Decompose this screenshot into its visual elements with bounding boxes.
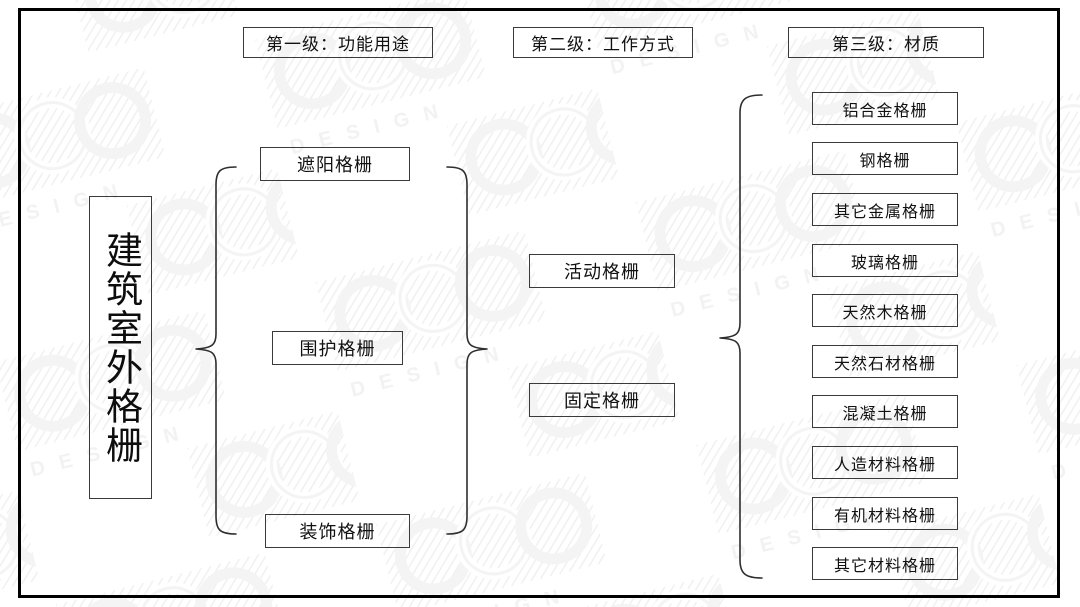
root-title-label: 建筑室外格栅 bbox=[100, 230, 142, 465]
level2-node-fixed[interactable]: 固定格栅 bbox=[529, 383, 675, 417]
level1-node-decorative[interactable]: 装饰格栅 bbox=[265, 514, 410, 548]
level3-node-label: 混凝土格栅 bbox=[842, 405, 928, 423]
level3-node-label: 其它材料格栅 bbox=[833, 557, 936, 575]
level1-node-sunshade[interactable]: 遮阳格栅 bbox=[260, 147, 410, 181]
header-level-1: 第一级：功能用途 bbox=[243, 27, 433, 58]
brace-level2-to-level3 bbox=[719, 94, 763, 579]
level3-node-label: 天然石材格栅 bbox=[833, 355, 936, 373]
level3-node-label: 有机材料格栅 bbox=[833, 507, 936, 525]
level3-node-glass[interactable]: 玻璃格栅 bbox=[812, 244, 958, 277]
level3-node-label: 玻璃格栅 bbox=[850, 254, 919, 272]
level3-node-label: 铝合金格栅 bbox=[842, 102, 928, 120]
level3-node-label: 钢格栅 bbox=[859, 152, 911, 170]
brace-root-to-level1 bbox=[195, 166, 237, 535]
level1-node-enclosure[interactable]: 围护格栅 bbox=[272, 331, 403, 365]
level1-node-label: 围护格栅 bbox=[299, 339, 376, 359]
root-title-box: 建筑室外格栅 bbox=[89, 196, 152, 499]
level2-node-label: 固定格栅 bbox=[564, 391, 640, 411]
level1-node-label: 遮阳格栅 bbox=[297, 155, 373, 175]
level3-node-concrete[interactable]: 混凝土格栅 bbox=[812, 395, 958, 428]
level3-node-artificial-material[interactable]: 人造材料格栅 bbox=[812, 446, 958, 479]
level3-node-other-material[interactable]: 其它材料格栅 bbox=[812, 547, 958, 580]
level2-node-movable[interactable]: 活动格栅 bbox=[529, 254, 675, 288]
header-level-1-label: 第一级：功能用途 bbox=[266, 35, 410, 54]
header-level-2: 第二级：工作方式 bbox=[513, 27, 693, 58]
level3-node-aluminum-alloy[interactable]: 铝合金格栅 bbox=[812, 92, 958, 125]
level3-node-natural-wood[interactable]: 天然木格栅 bbox=[812, 294, 958, 327]
level3-node-steel[interactable]: 钢格栅 bbox=[812, 142, 958, 175]
brace-level1-to-level2 bbox=[446, 166, 488, 535]
level3-node-organic-material[interactable]: 有机材料格栅 bbox=[812, 497, 958, 530]
header-level-3: 第三级：材质 bbox=[788, 27, 984, 58]
level1-node-label: 装饰格栅 bbox=[299, 522, 376, 542]
header-level-2-label: 第二级：工作方式 bbox=[531, 35, 675, 54]
level3-node-other-metal[interactable]: 其它金属格栅 bbox=[812, 193, 958, 226]
level3-node-label: 天然木格栅 bbox=[842, 304, 928, 322]
level3-node-natural-stone[interactable]: 天然石材格栅 bbox=[812, 345, 958, 378]
level2-node-label: 活动格栅 bbox=[564, 262, 640, 282]
level3-node-label: 其它金属格栅 bbox=[833, 203, 936, 221]
level3-node-label: 人造材料格栅 bbox=[833, 456, 936, 474]
header-level-3-label: 第三级：材质 bbox=[832, 35, 940, 54]
